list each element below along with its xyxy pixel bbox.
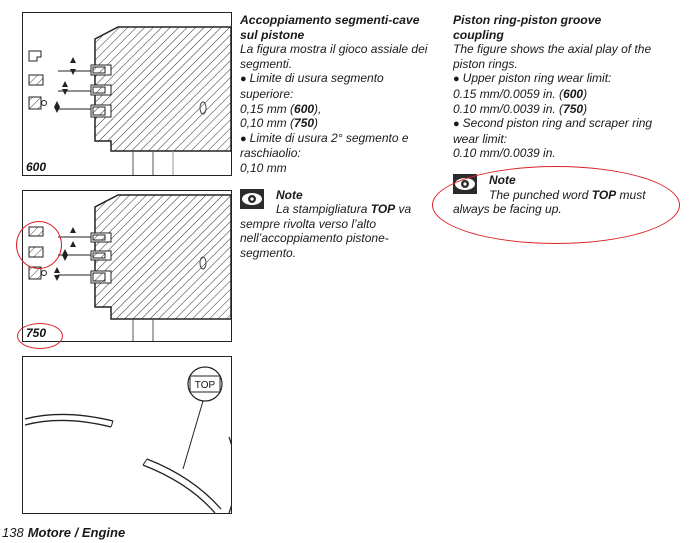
italian-column: Accoppiamento segmenti-cave sul pistone … (240, 13, 440, 261)
bullet-icon: ● (453, 73, 460, 86)
bullet-icon: ● (453, 118, 460, 131)
italian-item1-value1: 0,15 mm (600), (240, 101, 322, 116)
figure-750: 750 (22, 190, 232, 342)
italian-item1-label: Limite di usura segmento superiore: (240, 71, 384, 101)
bullet-icon: ● (240, 73, 247, 86)
english-item2-label: Second piston ring and scraper ring wear… (453, 116, 653, 146)
top-badge-text: TOP (195, 380, 216, 391)
ring-groove-diagram-600 (28, 26, 231, 175)
italian-note: Note La stampigliatura TOP va sempre riv… (240, 188, 440, 261)
english-title: Piston ring-piston groove coupling (453, 13, 602, 42)
figure-top-mark: TOP (22, 356, 232, 514)
italian-intro: La figura mostra il gioco assiale dei se… (240, 42, 428, 71)
highlight-english-note (432, 166, 680, 244)
english-intro: The figure shows the axial play of the p… (453, 42, 652, 71)
figure-label-600: 600 (26, 160, 47, 174)
italian-note-text-2: sempre rivolta verso l’alto nell’accoppi… (240, 216, 389, 260)
page-number: 138 (2, 525, 24, 540)
bullet-icon: ● (240, 132, 247, 145)
highlight-ring-icons (16, 221, 62, 269)
figure-600: 600 (22, 12, 232, 176)
english-item2-value: 0.10 mm/0.0039 in. (453, 146, 556, 161)
english-item1-value1: 0.15 mm/0.0059 in. (600) (453, 86, 588, 101)
italian-item2-label: Limite di usura 2° segmento e raschiaoli… (240, 130, 409, 161)
english-item1-label: Upper piston ring wear limit: (462, 71, 612, 86)
eye-icon (240, 188, 264, 209)
italian-note-text-1: La stampigliatura TOP va (276, 202, 412, 217)
footer-title: Motore / Engine (27, 525, 126, 540)
highlight-750-label (17, 323, 63, 349)
italian-item1-value2: 0,10 mm (750) (240, 116, 319, 131)
italian-title: Accoppiamento segmenti-cave sul pistone (240, 13, 420, 42)
italian-note-title: Note (276, 187, 303, 202)
ring-groove-diagram-750 (28, 194, 231, 341)
english-item1-value2: 0.10 mm/0.0039 in. (750) (453, 101, 588, 116)
italian-item2-value: 0,10 mm (240, 160, 287, 175)
ring-top-mark-diagram: TOP (24, 366, 231, 513)
